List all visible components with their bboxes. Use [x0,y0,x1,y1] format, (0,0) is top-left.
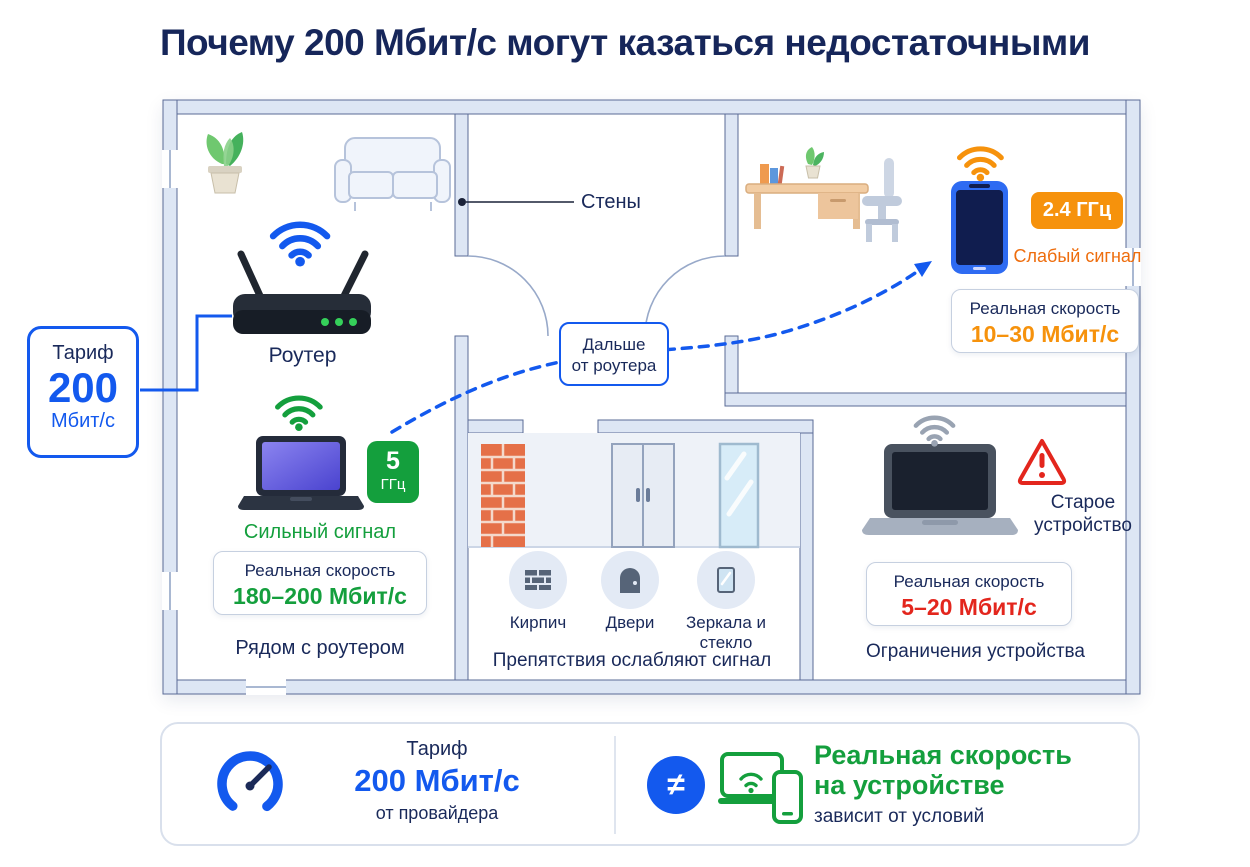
old-laptop-icon [862,444,1018,535]
weak-signal-label: Слабый сигнал [1013,246,1142,266]
obstacle-label-mirror: Зеркала и стекло [685,613,767,652]
band-5ghz-value: 5 [386,447,400,475]
signal-path-arrow [390,261,932,434]
obstacle-label-doors: Двери [605,613,655,632]
tariff-unit: Мбит/с [50,410,115,433]
tariff-badge: Тариф 200 Мбит/с [27,326,139,458]
brick-wall-icon [481,444,525,547]
speed-label: Реальная скорость [893,572,1045,591]
router-label: Роутер [268,344,337,367]
old-device-label: Старое устройство [1034,492,1132,537]
speedometer-icon [217,751,283,817]
footer-tariff-block: Тариф 200 Мбит/с от провайдера [322,738,552,824]
devices-icon [718,752,803,824]
obstacle-door-circle [601,551,659,609]
footer-tariff-subtitle: от провайдера [375,803,499,823]
mirror-icon [718,442,760,549]
farther-line2: от роутера [571,356,657,376]
warning-icon [1017,439,1067,485]
wifi-icon-old-laptop [916,418,953,447]
footer-result-title: Реальная скорость на устройстве [814,740,1072,801]
tariff-label: Тариф [52,342,114,364]
speed-box-device: Реальная скорость 5–20 Мбит/с [866,562,1072,626]
wifi-icon-laptop [278,398,321,431]
desk-icon [745,147,869,229]
speed-label: Реальная скорость [969,299,1121,318]
footer-result-subtitle: зависит от условий [814,806,985,828]
obstacles-caption: Препятствия ослабляют сигнал [492,650,772,671]
windows [162,150,1141,695]
walls-callout-line [458,198,574,206]
walls-callout-label: Стены [581,191,641,213]
near-room-caption: Рядом с роутером [235,637,405,659]
not-equal-icon: ≠ [647,756,705,814]
sofa-icon [334,137,451,211]
page-title: Почему 200 Мбит/с могут казаться недоста… [159,22,1091,63]
band-5ghz-unit: ГГц [380,475,406,493]
tariff-connector-line [140,314,232,392]
footer-banner: Тариф 200 Мбит/с от провайдера ≠ Реальна… [160,722,1140,846]
speed-value: 5–20 Мбит/с [901,594,1037,620]
device-room-caption: Ограничения устройства [866,641,1085,662]
laptop-icon [238,436,364,510]
obstacle-brick-circle [509,551,567,609]
mirror-glass-icon [717,567,735,593]
speed-label: Реальная скорость [244,561,396,580]
band-24ghz-badge: 2.4 ГГц [1031,192,1123,229]
speed-box-far: Реальная скорость 10–30 Мбит/с [951,289,1139,353]
footer-result-block: Реальная скорость на устройстве зависит … [814,740,1076,828]
tariff-value: 200 [47,364,119,411]
footer-tariff-label: Тариф [406,738,468,760]
footer-divider [614,736,616,834]
obstacle-label-brick: Кирпич [509,613,567,632]
walls [162,99,1141,695]
speed-box-near: Реальная скорость 180–200 Мбит/с [213,551,427,615]
farther-line1: Дальше [582,335,646,354]
band-5ghz-badge: 5 ГГц [367,441,419,503]
door-icon [620,568,640,593]
farther-from-router-callout: Дальше от роутера [559,322,669,386]
strong-signal-label: Сильный сигнал [243,521,397,543]
speed-value: 10–30 Мбит/с [970,321,1120,347]
speed-value: 180–200 Мбит/с [233,583,407,609]
wifi-icon-phone [960,149,1002,181]
chair-icon [862,158,902,242]
plant-icon [206,132,244,194]
wifi-icon-router [273,225,327,267]
smartphone-icon [951,181,1008,274]
wardrobe-icon [611,443,675,548]
router-icon [233,250,371,334]
footer-tariff-value: 200 Мбит/с [354,763,520,798]
brick-icon [525,570,551,590]
obstacle-mirror-circle [697,551,755,609]
